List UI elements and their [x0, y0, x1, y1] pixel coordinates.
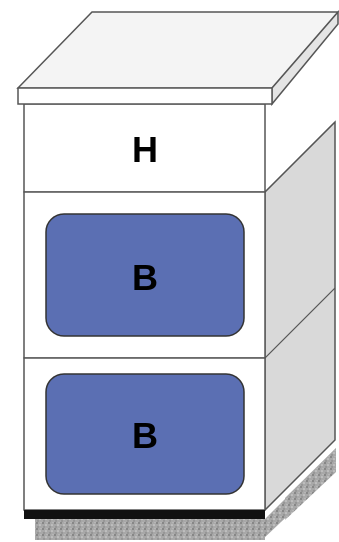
top-box-label: H [132, 129, 158, 170]
stack-side-face [264, 120, 336, 512]
base-bar [24, 510, 265, 519]
lid-front-face [17, 87, 273, 105]
side-divider-upper [264, 121, 336, 193]
side-divider-lower [264, 287, 336, 359]
bottom-box-panel [45, 373, 245, 495]
gravel-base-side-step [285, 448, 336, 520]
bottom-box-label: B [132, 415, 158, 456]
middle-box-label: B [132, 257, 158, 298]
gravel-base-front [35, 518, 265, 540]
middle-box-panel [45, 213, 245, 337]
gravel-base [35, 448, 336, 540]
top-box [23, 103, 266, 193]
lid [16, 9, 339, 107]
